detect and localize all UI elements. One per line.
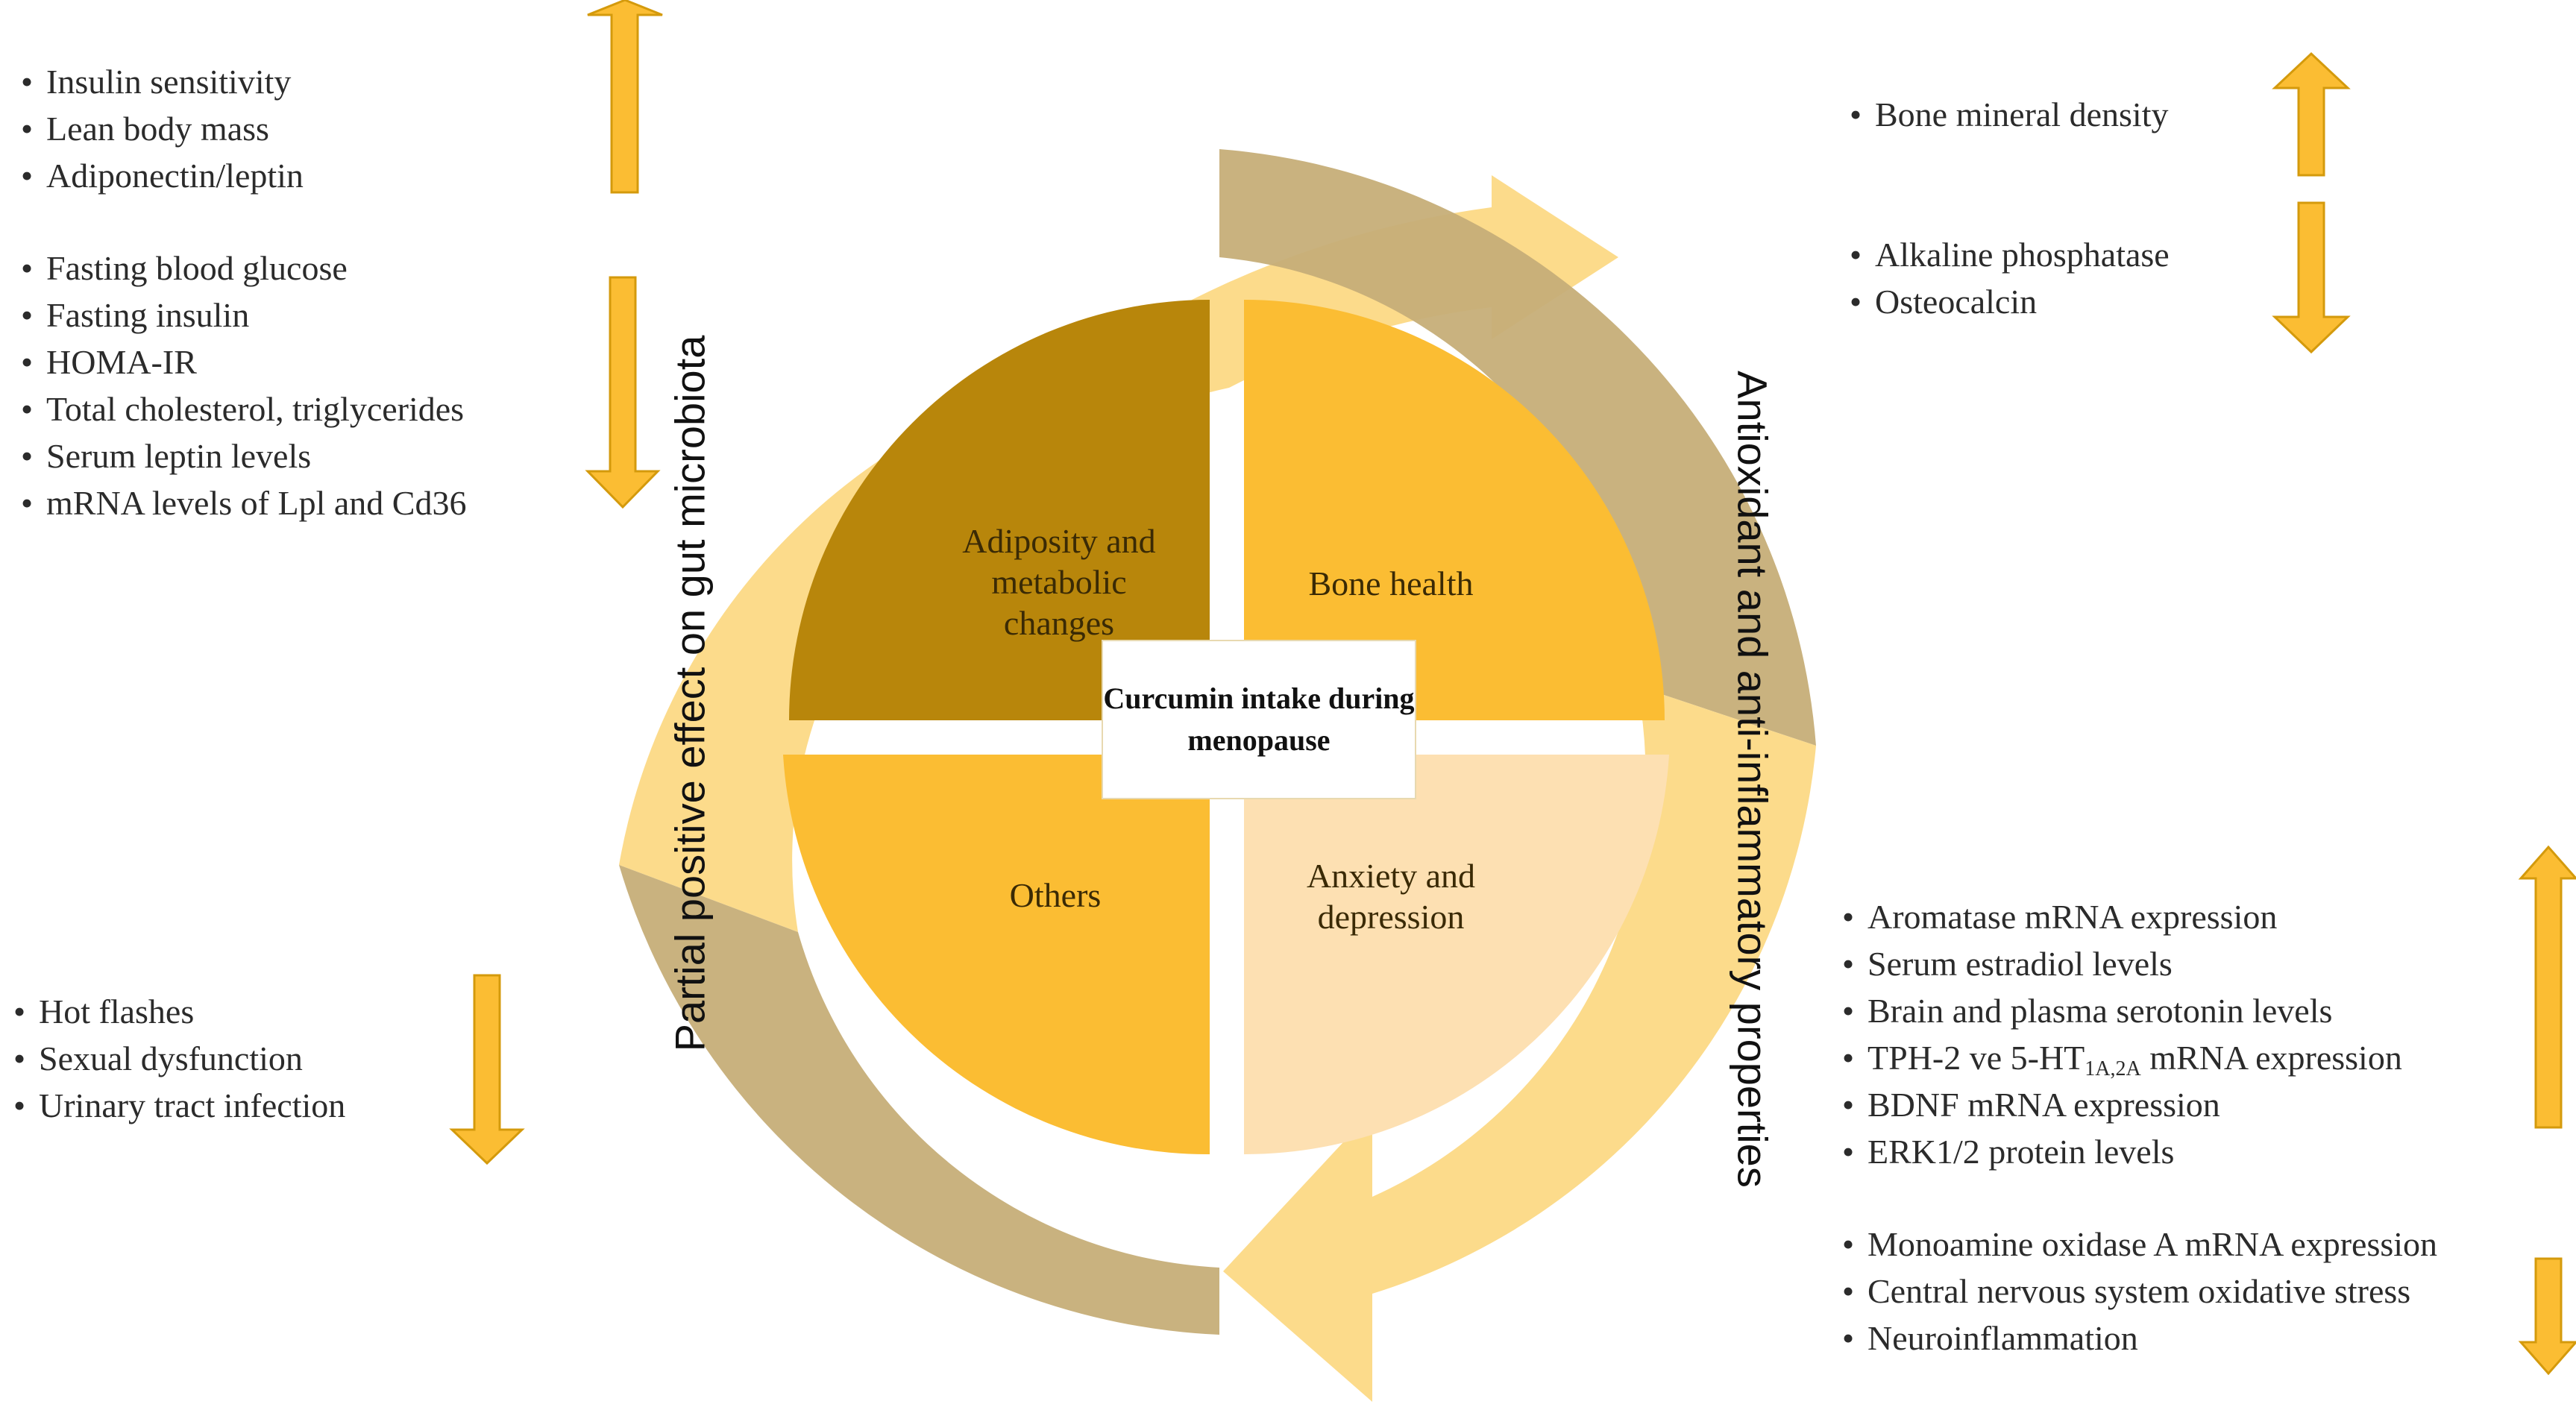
- up-arrow-icon: [587, 0, 663, 194]
- quadrant-label-anxiety: Anxiety and depression: [1306, 857, 1476, 936]
- list-item: •Central nervous system oxidative stress: [1842, 1272, 2411, 1310]
- mood-down-list: •Monoamine oxidase A mRNA expression •Ce…: [1842, 1221, 2437, 1362]
- cycle-arrow-bottom-left: [619, 865, 1219, 1335]
- list-item: •Lean body mass: [21, 110, 269, 148]
- quadrant-label-others: Others: [1009, 876, 1102, 914]
- down-arrow-icon: [2518, 1257, 2576, 1376]
- quadrant-bone-health: [1244, 300, 1665, 720]
- center-title: Curcumin intake during menopause: [1103, 682, 1415, 757]
- list-item: •Aromatase mRNA expression: [1842, 898, 2278, 936]
- quadrant-adiposity: [789, 300, 1210, 720]
- list-item: •Total cholesterol, triglycerides: [21, 390, 465, 428]
- metabolic-up-list: •Insulin sensitivity •Lean body mass •Ad…: [21, 58, 304, 199]
- down-arrow-icon: [2272, 201, 2351, 354]
- list-item: •Fasting blood glucose: [21, 249, 348, 287]
- list-item: •Hot flashes: [13, 992, 195, 1030]
- list-item: •Alkaline phosphatase: [1850, 236, 2170, 274]
- bone-up-list: •Bone mineral density: [1850, 91, 2168, 138]
- up-arrow-icon: [2272, 51, 2351, 177]
- list-item: •Sexual dysfunction: [13, 1039, 303, 1077]
- list-item: •Brain and plasma serotonin levels: [1842, 992, 2333, 1030]
- list-item: •TPH-2 ve 5-HT1A,2A mRNA expression: [1842, 1039, 2402, 1080]
- list-item: •Fasting insulin: [21, 296, 250, 334]
- list-item: •Adiponectin/leptin: [21, 157, 304, 195]
- down-arrow-icon: [449, 974, 525, 1165]
- list-item: •Monoamine oxidase A mRNA expression: [1842, 1225, 2438, 1263]
- tph2-item-text: TPH-2 ve 5-HT1A,2A mRNA expression: [1867, 1039, 2402, 1080]
- list-item: •ERK1/2 protein levels: [1842, 1133, 2175, 1171]
- list-item: •Urinary tract infection: [13, 1086, 346, 1124]
- gut-microbiota-label: Partial positive effect on gut microbiot…: [666, 335, 714, 1052]
- list-item: •BDNF mRNA expression: [1842, 1086, 2220, 1124]
- list-item: •HOMA-IR: [21, 343, 197, 381]
- list-item: •Insulin sensitivity: [21, 63, 292, 101]
- metabolic-down-list: •Fasting blood glucose •Fasting insulin …: [21, 245, 466, 526]
- quadrant-anxiety: [1244, 755, 1669, 1155]
- mood-up-list: •Aromatase mRNA expression •Serum estrad…: [1842, 893, 2402, 1175]
- list-item: •mRNA levels of Lpl and Cd36: [21, 484, 467, 522]
- cycle-arrow-top-right: [1219, 149, 1816, 746]
- up-arrow-icon: [2518, 845, 2576, 1129]
- list-item: •Osteocalcin: [1850, 283, 2038, 321]
- center-title-box: Curcumin intake during menopause: [1102, 640, 1416, 799]
- others-down-list: •Hot flashes •Sexual dysfunction •Urinar…: [13, 988, 345, 1129]
- list-item: •Serum leptin levels: [21, 437, 312, 475]
- quadrant-label-bone-health: Bone health: [1308, 564, 1474, 602]
- list-item: •Neuroinflammation: [1842, 1319, 2138, 1357]
- bone-down-list: •Alkaline phosphatase •Osteocalcin: [1850, 231, 2170, 325]
- quadrant-others: [783, 755, 1210, 1155]
- list-item: •Bone mineral density: [1850, 95, 2169, 133]
- cycle-arrow-bottom-right: [1223, 686, 1816, 1402]
- quadrant-label-adiposity: Adiposity and metabolic changes: [962, 522, 1156, 642]
- antioxidant-label: Antioxidant and anti-inflammatory proper…: [1729, 371, 1777, 1188]
- list-item: •Serum estradiol levels: [1842, 945, 2173, 983]
- down-arrow-icon: [585, 276, 661, 509]
